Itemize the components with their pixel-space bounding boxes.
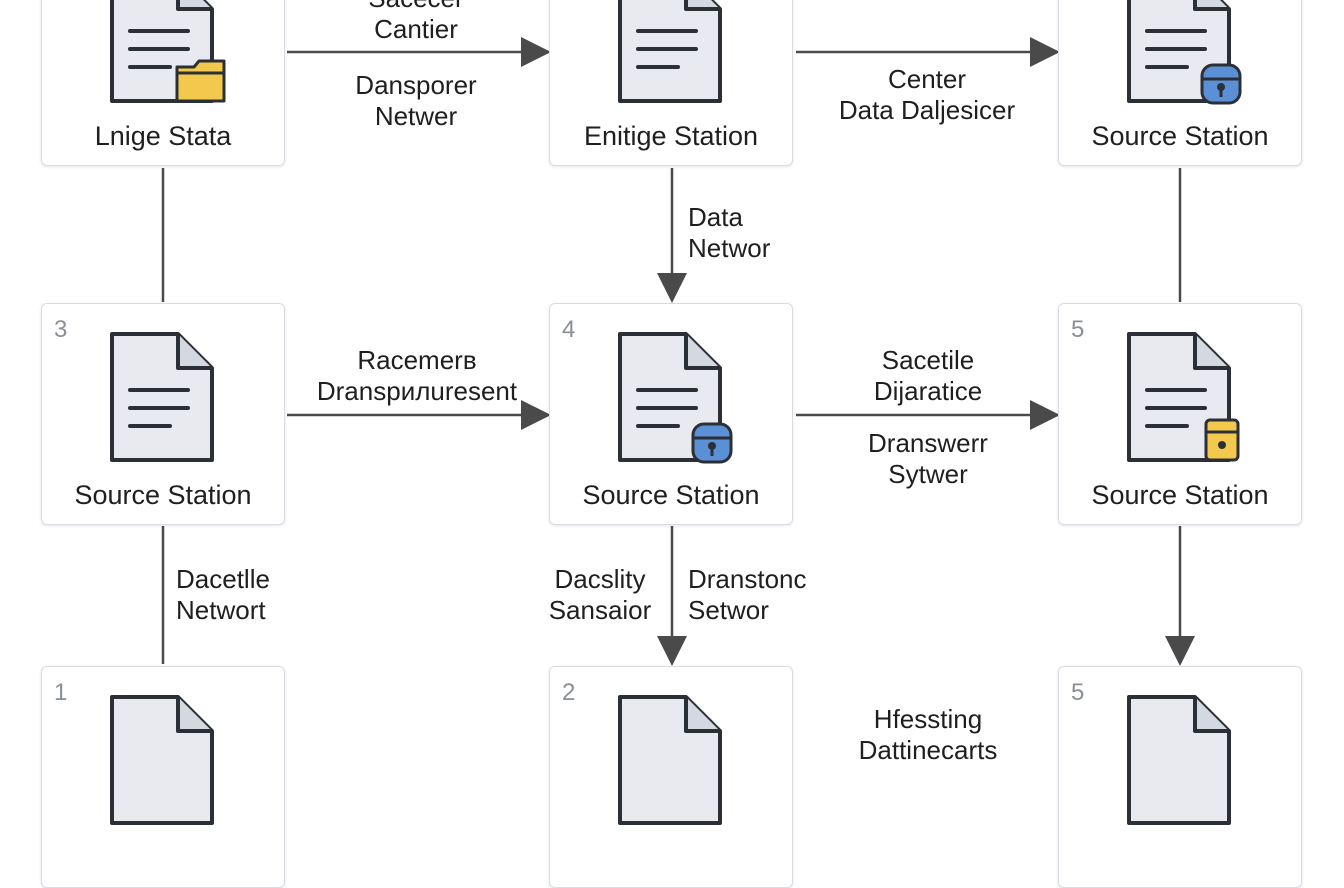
- node-number: 5: [1071, 316, 1085, 343]
- edge-label-line: Networt: [176, 595, 266, 625]
- database-lock-icon: [1199, 55, 1243, 107]
- edge-label-n2-n3: Center Data Daljesicer: [812, 64, 1042, 126]
- edge-label-line: Dansporer: [355, 70, 477, 100]
- edge-label-line: Data Daljesicer: [838, 95, 1016, 125]
- node-number: 5: [1071, 679, 1085, 706]
- edge-label-line: Dranspилuresent: [316, 376, 518, 406]
- edge-label-n4-n5: Racemerв Dranspилuresent: [292, 345, 542, 407]
- edge-label-line: Dattinecarts: [858, 735, 998, 765]
- edge-label-n8-n9: Hfessting Dattinecarts: [828, 704, 1028, 766]
- node-label: Enitige Station: [583, 121, 759, 151]
- connector-layer: [161, 37, 1195, 666]
- edge-label-line: Hfessting: [873, 704, 983, 734]
- node-number: 3: [54, 316, 68, 343]
- edge-label-n5-n6-top: Sacetile Dijaratice: [838, 345, 1018, 407]
- document-icon: [108, 693, 218, 827]
- edge-label-line: Networ: [688, 233, 771, 263]
- node-number: 4: [562, 316, 576, 343]
- node-n4[interactable]: 3 Source Station: [41, 303, 285, 525]
- edge-label-line: Sacetile: [881, 345, 975, 375]
- folder-icon: [174, 57, 228, 105]
- node-n7[interactable]: 1: [41, 666, 285, 888]
- node-n6[interactable]: 5 Source Station: [1058, 303, 1302, 525]
- edge-label-line: Dijaratice: [873, 376, 983, 406]
- edge-label-line: Cantier: [374, 14, 458, 44]
- edge-label-line: Sytwer: [888, 459, 968, 489]
- node-n9[interactable]: 5: [1058, 666, 1302, 888]
- edge-label-n2-n5: Data Networ: [688, 202, 808, 264]
- edge-label-line: Dacetlle: [176, 564, 270, 594]
- document-icon: [616, 0, 726, 105]
- lock-icon: [1203, 412, 1241, 464]
- document-icon: [616, 693, 726, 827]
- edge-label-line: Center: [887, 64, 967, 94]
- node-label: Source Station: [582, 480, 760, 510]
- edge-label-n1-n2-bottom: Dansporer Netwer: [330, 70, 502, 132]
- edge-label-n5-n6-bottom: Dranswerr Sytwer: [838, 428, 1018, 490]
- database-lock-icon: [690, 414, 734, 466]
- document-icon: [108, 330, 218, 464]
- edge-label-n4-n7: Dacetlle Networt: [176, 564, 326, 626]
- node-label: Lnige Stata: [94, 121, 232, 151]
- node-label: Source Station: [1091, 480, 1269, 510]
- node-number: 2: [562, 679, 576, 706]
- edge-label-n5-n8-left: Dacslity Sansaior: [530, 564, 670, 626]
- document-icon: [1125, 330, 1235, 464]
- node-n5[interactable]: 4 Source Station: [549, 303, 793, 525]
- edge-label-line: Dranswerr: [868, 428, 988, 458]
- node-n8[interactable]: 2: [549, 666, 793, 888]
- node-n3[interactable]: Source Station: [1058, 0, 1302, 166]
- edge-label-line: Setwor: [688, 595, 769, 625]
- flow-diagram: Lnige Stata Enitige Station Source Stati…: [41, 0, 1302, 888]
- edge-label-line: Racemerв: [357, 345, 477, 375]
- edge-label-line: Netwer: [374, 101, 458, 131]
- node-number: 1: [54, 679, 68, 706]
- document-icon: [1125, 693, 1235, 827]
- edge-label-line: Sacecer: [330, 0, 502, 14]
- node-n2[interactable]: Enitige Station: [549, 0, 793, 166]
- node-n1[interactable]: Lnige Stata: [41, 0, 285, 166]
- edge-label-line: Sansaior: [548, 595, 652, 625]
- edge-label-line: Dranstonc: [688, 564, 807, 594]
- edge-label-n1-n2-top: Sacecer Cantier: [330, 0, 502, 45]
- edge-label-line: Data: [688, 202, 743, 232]
- node-label: Source Station: [1091, 121, 1269, 151]
- node-label: Source Station: [74, 480, 252, 510]
- edge-label-line: Dacslity: [554, 564, 646, 594]
- edge-label-n5-n8-right: Dranstonc Setwor: [688, 564, 858, 626]
